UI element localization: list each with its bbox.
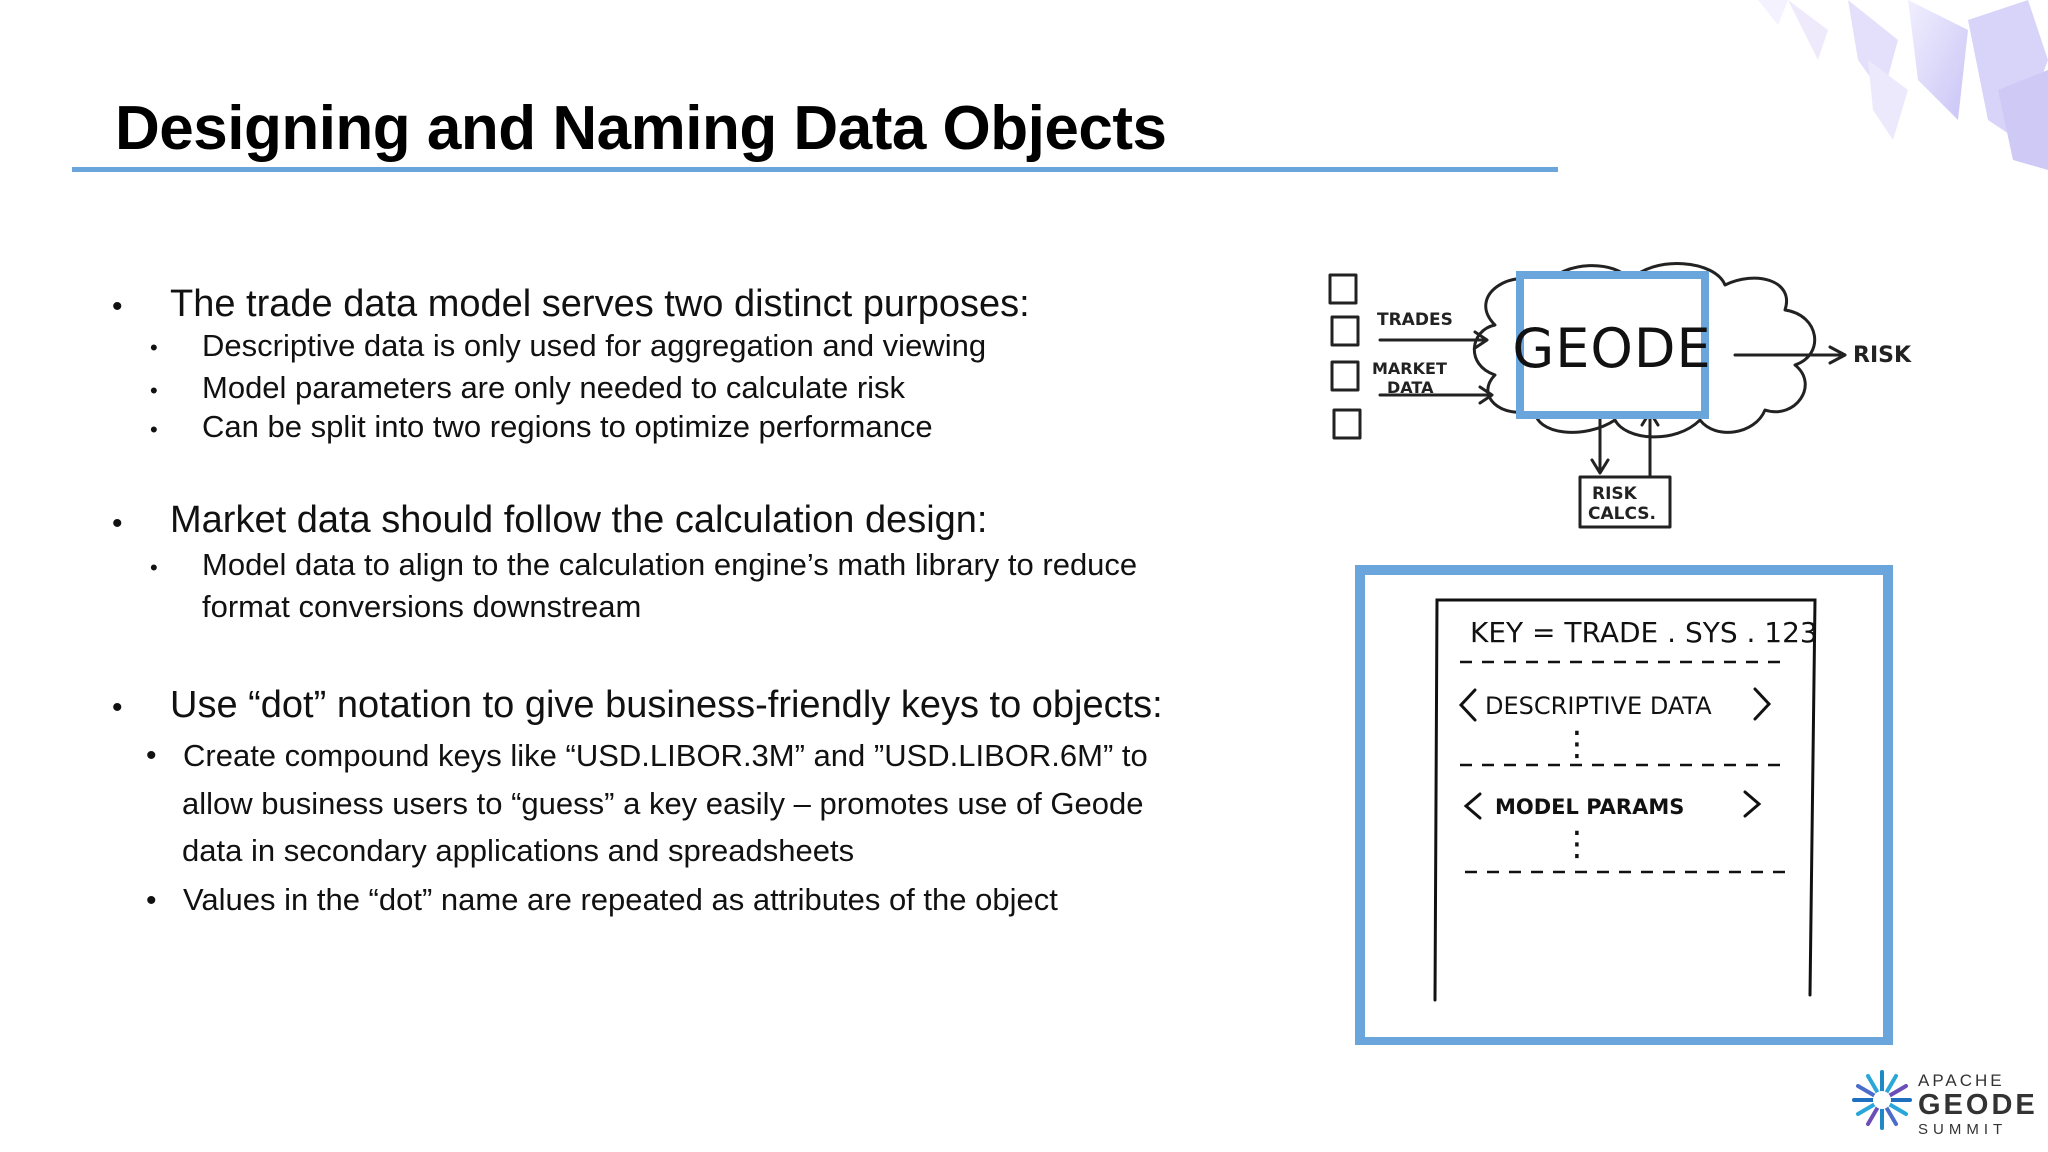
bullet-dot: • [112, 691, 123, 724]
descriptive-data-label: DESCRIPTIVE DATA [1485, 692, 1712, 720]
angle-left [1463, 792, 1482, 820]
bullet-dot: • [146, 739, 157, 772]
model-params-label: MODEL PARAMS [1495, 795, 1684, 819]
bullet-dot: • [112, 507, 123, 540]
risk-label: RISK [1853, 343, 1912, 368]
bullet-dot: • [146, 884, 157, 917]
section-heading: Use “dot” notation to give business-frie… [170, 684, 1163, 726]
logo-line-summit: SUMMIT [1918, 1121, 2008, 1138]
list-item: Model parameters are only needed to calc… [202, 370, 906, 405]
geode-flow-diagram: GEODE TRADES MARKET DATA RISK RISK CALCS… [1328, 262, 1912, 529]
ellipsis: ⋮ [1560, 724, 1594, 764]
bullet-dot: • [150, 555, 158, 580]
angle-right [1743, 790, 1762, 818]
input-square [1330, 315, 1360, 347]
trades-label: TRADES [1377, 310, 1453, 330]
object-outline [1433, 598, 1817, 1002]
risk-arrow [1733, 345, 1847, 365]
trades-arrow [1378, 330, 1489, 350]
risk-calcs-box [1578, 475, 1672, 529]
geode-summit-logo: APACHE GEODE SUMMIT [1918, 1072, 2038, 1137]
market-data-arrow [1378, 385, 1494, 405]
key-label: KEY = TRADE . SYS . 123 [1470, 616, 1818, 649]
list-item: Can be split into two regions to optimiz… [202, 409, 933, 444]
bullet-dot: • [150, 335, 158, 360]
title-underline [72, 167, 1558, 172]
list-item: Create compound keys like “USD.LIBOR.3M”… [183, 738, 1148, 773]
input-square [1330, 360, 1360, 392]
geode-box [1516, 271, 1709, 419]
list-item: Descriptive data is only used for aggreg… [202, 328, 987, 363]
list-item: Model data to align to the calculation e… [202, 547, 1138, 582]
market-label: MARKET [1372, 359, 1447, 378]
input-square [1328, 273, 1358, 305]
risk-calcs-label: RISK [1592, 484, 1638, 504]
bullet-dot: • [112, 290, 123, 323]
object-frame [1355, 565, 1893, 1045]
section-heading: The trade data model serves two distinct… [170, 283, 1030, 325]
angle-left [1458, 688, 1477, 722]
list-item-continuation: data in secondary applications and sprea… [182, 833, 855, 868]
input-square [1332, 408, 1362, 440]
crystal-decoration [1758, 0, 2048, 170]
section-heading: Market data should follow the calculatio… [170, 499, 988, 541]
bullet-dot: • [150, 417, 158, 442]
logo-line-geode: GEODE [1918, 1089, 2038, 1121]
list-item: Values in the “dot” name are repeated as… [183, 882, 1058, 917]
angle-right [1753, 687, 1772, 721]
list-item-continuation: format conversions downstream [202, 589, 642, 624]
geode-label: GEODE [1512, 317, 1711, 380]
risk-calcs-label-2: CALCS. [1588, 504, 1656, 524]
bullet-dot: • [150, 378, 158, 403]
up-arrow [1640, 410, 1660, 477]
geode-logo-icon [1852, 1070, 1912, 1130]
data-object-diagram: KEY = TRADE . SYS . 123 DESCRIPTIVE DATA… [1355, 565, 1893, 1045]
data-label: DATA [1387, 378, 1434, 397]
ellipsis: ⋮ [1560, 824, 1594, 864]
list-item-continuation: allow business users to “guess” a key ea… [182, 786, 1144, 821]
logo-line-apache: APACHE [1918, 1071, 2005, 1090]
slide-title: Designing and Naming Data Objects [115, 94, 1167, 163]
